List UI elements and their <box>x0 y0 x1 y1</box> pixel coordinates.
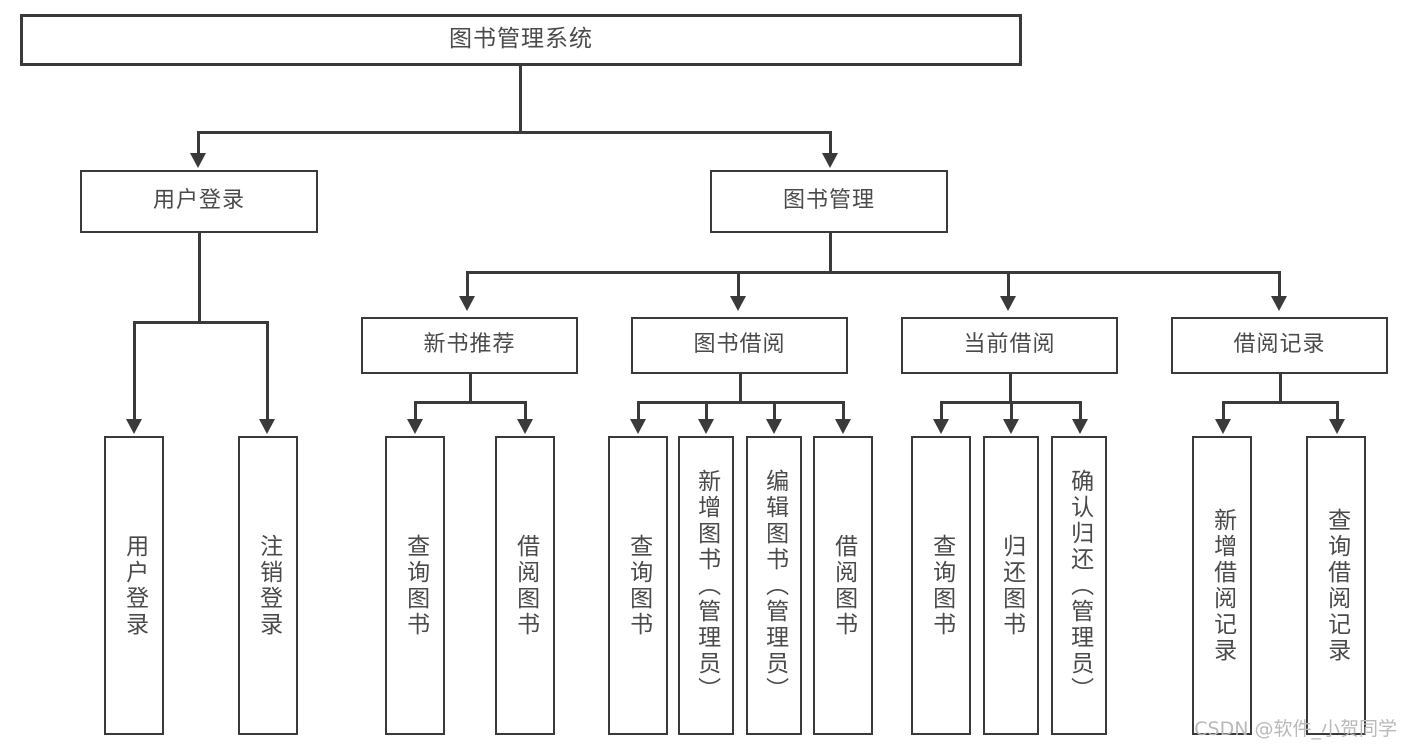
leaf-borrow-record-query[interactable]: 查询借阅记录 <box>1306 436 1366 735</box>
arrowhead-new-book-leaf-1 <box>407 419 423 434</box>
node-label: 查询图书 <box>928 533 955 638</box>
arrowhead-to-current-borrow <box>1000 296 1016 311</box>
arrowhead-user-login-leaf-2 <box>259 419 275 434</box>
connector-book-manage-drop-1 <box>466 271 469 298</box>
node-user-login[interactable]: 用户登录 <box>80 170 318 233</box>
leaf-book-borrow-query[interactable]: 查询图书 <box>608 436 668 735</box>
node-borrow-record[interactable]: 借阅记录 <box>1171 317 1388 374</box>
node-label: 归还图书 <box>998 533 1025 638</box>
connector-user-login-stem <box>198 233 201 321</box>
connector-borrow-record-stem <box>1279 374 1282 401</box>
connector-root-stem <box>519 66 522 131</box>
node-book-borrow[interactable]: 图书借阅 <box>631 317 848 374</box>
arrowhead-current-borrow-leaf-1 <box>933 419 949 434</box>
node-root-system[interactable]: 图书管理系统 <box>20 14 1022 66</box>
arrowhead-current-borrow-leaf-2 <box>1003 419 1019 434</box>
node-label: 图书借阅 <box>693 332 786 358</box>
connector-new-book-drop-1 <box>414 401 417 421</box>
connector-book-borrow-stem <box>739 374 742 401</box>
connector-current-borrow-drop-2 <box>1010 401 1013 421</box>
connector-root-to-book-manage <box>829 131 832 156</box>
arrowhead-current-borrow-leaf-3 <box>1072 419 1088 434</box>
leaf-current-borrow-return[interactable]: 归还图书 <box>983 436 1039 735</box>
leaf-current-borrow-query[interactable]: 查询图书 <box>911 436 971 735</box>
node-label: 注销登录 <box>255 533 282 638</box>
arrowhead-book-borrow-leaf-4 <box>835 419 851 434</box>
connector-book-borrow-drop-2 <box>705 401 708 421</box>
connector-borrow-record-drop-1 <box>1222 401 1225 421</box>
node-label: 新增借阅记录 <box>1209 507 1236 664</box>
node-label: 借阅图书 <box>830 533 857 638</box>
connector-book-borrow-drop-1 <box>637 401 640 421</box>
connector-current-borrow-drop-1 <box>940 401 943 421</box>
node-label: 图书管理系统 <box>449 26 593 53</box>
node-label: 查询图书 <box>625 533 652 638</box>
arrowhead-root-to-user-login <box>190 153 206 168</box>
node-label: 查询借阅记录 <box>1323 507 1350 664</box>
leaf-borrow-record-add[interactable]: 新增借阅记录 <box>1192 436 1252 735</box>
connector-user-login-drop-2 <box>266 321 269 421</box>
arrowhead-borrow-record-leaf-1 <box>1215 419 1231 434</box>
connector-book-manage-drop-4 <box>1278 271 1281 298</box>
leaf-user-login-login[interactable]: 用户登录 <box>104 436 164 735</box>
leaf-book-borrow-add[interactable]: 新增图书（管理员） <box>678 436 734 735</box>
node-label: 借阅记录 <box>1233 332 1326 358</box>
connector-user-login-drop-1 <box>133 321 136 421</box>
node-current-borrow[interactable]: 当前借阅 <box>901 317 1118 374</box>
connector-book-borrow-drop-3 <box>773 401 776 421</box>
connector-book-borrow-bus <box>637 401 844 404</box>
connector-root-to-user-login <box>197 131 200 156</box>
leaf-book-borrow-edit[interactable]: 编辑图书（管理员） <box>746 436 802 735</box>
arrowhead-book-borrow-leaf-1 <box>630 419 646 434</box>
connector-new-book-stem <box>469 374 472 401</box>
connector-user-login-bus <box>133 321 266 324</box>
connector-book-manage-drop-3 <box>1007 271 1010 298</box>
node-label: 用户登录 <box>152 188 245 214</box>
connector-root-bus <box>197 131 831 134</box>
connector-current-borrow-drop-3 <box>1079 401 1082 421</box>
leaf-current-borrow-confirm[interactable]: 确认归还（管理员） <box>1051 436 1107 735</box>
node-label: 新增图书（管理员） <box>693 468 720 703</box>
arrowhead-to-new-book-recommend <box>459 296 475 311</box>
arrowhead-new-book-leaf-2 <box>517 419 533 434</box>
connector-book-manage-bus <box>466 271 1280 274</box>
node-label: 编辑图书（管理员） <box>761 468 788 703</box>
leaf-book-borrow-borrow[interactable]: 借阅图书 <box>813 436 873 735</box>
node-label: 新书推荐 <box>423 332 516 358</box>
arrowhead-book-borrow-leaf-2 <box>698 419 714 434</box>
connector-borrow-record-drop-2 <box>1336 401 1339 421</box>
connector-borrow-record-bus <box>1222 401 1338 404</box>
node-new-book-recommend[interactable]: 新书推荐 <box>361 317 578 374</box>
connector-book-manage-stem <box>829 233 832 271</box>
node-label: 当前借阅 <box>963 332 1056 358</box>
arrowhead-root-to-book-manage <box>822 153 838 168</box>
leaf-new-book-query[interactable]: 查询图书 <box>385 436 445 735</box>
arrowhead-to-borrow-record <box>1271 296 1287 311</box>
arrowhead-user-login-leaf-1 <box>126 419 142 434</box>
leaf-new-book-borrow[interactable]: 借阅图书 <box>495 436 555 735</box>
arrowhead-borrow-record-leaf-2 <box>1329 419 1345 434</box>
arrowhead-book-borrow-leaf-3 <box>766 419 782 434</box>
connector-new-book-drop-2 <box>524 401 527 421</box>
arrowhead-to-book-borrow <box>730 296 746 311</box>
connector-book-borrow-drop-4 <box>842 401 845 421</box>
node-label: 用户登录 <box>121 533 148 638</box>
connector-book-manage-drop-2 <box>737 271 740 298</box>
connector-current-borrow-stem <box>1009 374 1012 401</box>
node-label: 确认归还（管理员） <box>1066 468 1093 703</box>
node-label: 图书管理 <box>782 188 875 214</box>
connector-new-book-bus <box>414 401 526 404</box>
node-label: 查询图书 <box>402 533 429 638</box>
leaf-user-login-logout[interactable]: 注销登录 <box>238 436 298 735</box>
node-label: 借阅图书 <box>512 533 539 638</box>
node-book-manage[interactable]: 图书管理 <box>710 170 948 233</box>
